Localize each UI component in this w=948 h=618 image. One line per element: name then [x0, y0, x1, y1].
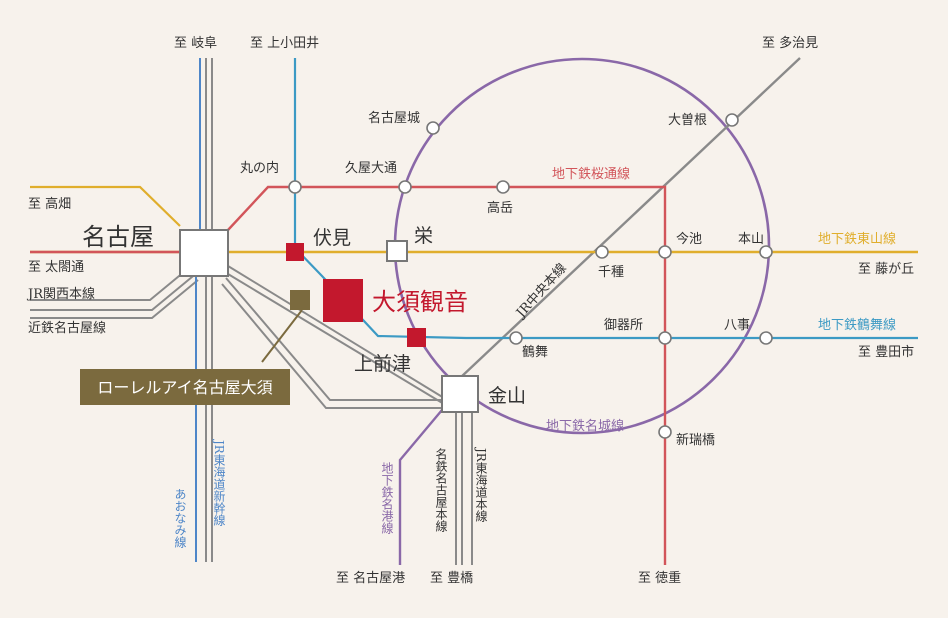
station-ozone-label: 大曽根: [668, 113, 707, 128]
line-meitetsu-label: 名鉄名古屋本線: [434, 447, 448, 532]
station-hisaya-odori-label: 久屋大通: [345, 161, 397, 176]
property-marker: [290, 290, 310, 310]
station-aratamabashi-label: 新瑞橋: [676, 432, 715, 448]
station-sakae-label: 栄: [414, 225, 433, 247]
line-tsurumai-label: 地下鉄鶴舞線: [818, 317, 896, 333]
station-hisaya-odori-marker: [398, 180, 412, 194]
line-jr-kansai-label: JR関西本線: [26, 286, 95, 302]
line-higashiyama-label: 地下鉄東山線: [818, 231, 896, 247]
dest-toyohashi: 至 豊橋: [430, 571, 473, 586]
line-shinkansen-label: JR東海道新幹線: [212, 438, 226, 526]
jr-chuo-line: [205, 57, 801, 562]
line-kintetsu-label: 近鉄名古屋線: [28, 320, 106, 336]
dest-takabata: 至 高畑: [28, 196, 71, 212]
dest-toyotashi: 至 豊田市: [858, 344, 914, 360]
station-chikusa-label: 千種: [598, 264, 624, 280]
station-tsurumai-marker: [509, 331, 523, 345]
station-aratamabashi-marker: [658, 425, 672, 439]
station-chikusa-marker: [595, 245, 609, 259]
dest-tokushige: 至 徳重: [638, 570, 681, 586]
station-yagoto-label: 八事: [724, 318, 750, 333]
dest-gifu: 至 岐阜: [174, 35, 217, 51]
station-nagoya-marker: [179, 229, 229, 277]
property-callout-line: [261, 309, 303, 363]
station-gokiso-marker: [658, 331, 672, 345]
station-nagoya-label: 名古屋: [82, 223, 154, 251]
station-kamimaezu-marker: [407, 328, 426, 347]
station-motoyama-marker: [759, 245, 773, 259]
station-kanayama-marker: [441, 375, 479, 413]
line-jr-tokaido-label: JR東海道本線: [474, 446, 488, 522]
takabata-branch: [30, 185, 181, 227]
dest-kamiotai: 至 上小田井: [250, 36, 319, 51]
station-nagoyajo-marker: [426, 121, 440, 135]
station-fushimi-label: 伏見: [313, 227, 351, 249]
dest-fujigaoka: 至 藤が丘: [858, 262, 914, 277]
station-ozone-marker: [725, 113, 739, 127]
dest-taikodori: 至 太閤通: [28, 260, 84, 275]
station-nagoyajo-label: 名古屋城: [368, 110, 420, 126]
station-marunouchi-marker: [288, 180, 302, 194]
line-sakuradori-label: 地下鉄桜通線: [552, 166, 630, 182]
station-takaoka-label: 高岳: [487, 200, 513, 216]
station-marunouchi-label: 丸の内: [240, 160, 279, 176]
sakuradori-line: [227, 185, 667, 565]
line-meijo-label: 地下鉄名城線: [546, 418, 624, 434]
station-takaoka-marker: [496, 180, 510, 194]
line-meiko-label: 地下鉄名港線: [380, 462, 394, 534]
dest-tajimi: 至 多治見: [762, 35, 818, 51]
station-fushimi-marker: [286, 243, 304, 261]
station-osu-kannon-marker: [323, 279, 363, 322]
station-tsurumai-label: 鶴舞: [522, 344, 548, 360]
property-label: ローレルアイ名古屋大須: [97, 378, 272, 397]
line-aonami-label: あおなみ線: [173, 488, 187, 548]
station-markers: [288, 113, 773, 439]
meitetsu-jr-tokaido-lines: [455, 410, 473, 565]
dest-nagoyako: 至 名古屋港: [336, 570, 405, 586]
property-label-box: [80, 369, 290, 405]
station-imaike-label: 今池: [676, 231, 702, 247]
station-kamimaezu-label: 上前津: [354, 353, 411, 375]
meiko-line: [398, 409, 443, 565]
station-imaike-marker: [658, 245, 672, 259]
station-yagoto-marker: [759, 331, 773, 345]
station-osu-kannon-label: 大須観音: [372, 288, 468, 316]
station-gokiso-label: 御器所: [604, 318, 643, 333]
station-kanayama-label: 金山: [488, 385, 526, 407]
station-sakae-marker: [386, 240, 408, 262]
station-motoyama-label: 本山: [738, 232, 764, 247]
